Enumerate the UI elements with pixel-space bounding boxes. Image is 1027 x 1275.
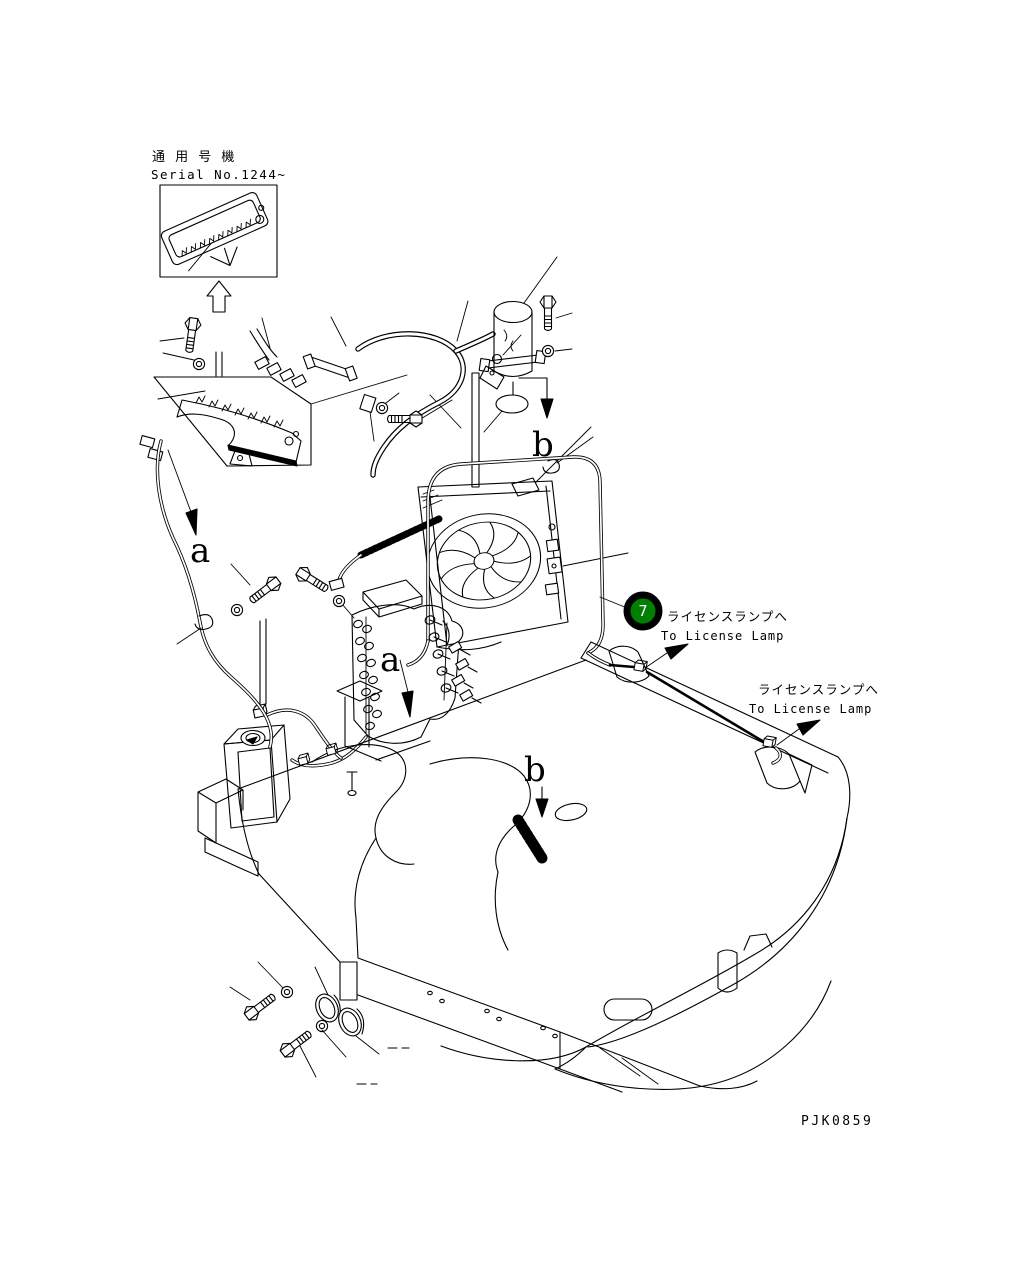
view-b-lower-arrow-icon (535, 798, 549, 818)
view-labels: a a b b (167, 377, 554, 818)
pump-mount-pad (495, 394, 529, 414)
license-lamp-1 (310, 989, 344, 1027)
view-a-upper-arrow-icon (185, 508, 198, 536)
direction-arrow-icon (796, 719, 821, 736)
license-lamp-bracket-assembly (229, 961, 410, 1085)
detail-inset-box (159, 184, 278, 377)
license-lamp-callout-upper: ライセンスランプへ To License Lamp (644, 609, 788, 669)
license-callout-lower-jp: ライセンスランプへ (758, 682, 879, 697)
harness-connector-upper (633, 659, 648, 673)
serial-range-label: Serial No.1244~ (151, 167, 286, 182)
view-b-upper-label: b (532, 425, 554, 465)
license-lamp-2 (333, 1003, 367, 1041)
serial-header: 通 用 号 機 Serial No.1244~ (151, 150, 286, 182)
hose-clamp (359, 393, 377, 414)
wire-clamp (194, 613, 214, 630)
view-a-upper-label: a (190, 531, 210, 571)
applicable-machines-label: 通 用 号 機 (152, 150, 237, 165)
direction-arrow-icon (664, 643, 689, 660)
license-callout-upper-jp: ライセンスランプへ (667, 609, 788, 624)
balloon-7[interactable]: 7 (599, 591, 663, 631)
license-callout-upper-en: To License Lamp (661, 629, 784, 643)
rear-frame-body (197, 618, 851, 1093)
left-harness-wire (155, 439, 274, 749)
upper-harness-assembly (249, 300, 496, 591)
harness-connector-lower (762, 735, 777, 749)
view-b-lower-label: b (524, 750, 546, 790)
view-a-lower-arrow-icon (401, 690, 414, 718)
balloon-7-circle (623, 591, 663, 631)
balloon-7-number: 7 (638, 602, 647, 620)
view-direction-arrow-icon (206, 280, 232, 313)
license-callout-lower-en: To License Lamp (749, 702, 872, 716)
license-lamp-callout-lower: ライセンスランプへ To License Lamp (749, 682, 879, 746)
view-a-lower-label: a (380, 640, 400, 680)
radiator-fan-assembly (406, 334, 629, 667)
license-harness-run (608, 659, 782, 765)
view-b-upper-arrow-icon (540, 398, 554, 419)
fasteners (159, 295, 573, 619)
drawing-code: PJK0859 (801, 1114, 873, 1129)
